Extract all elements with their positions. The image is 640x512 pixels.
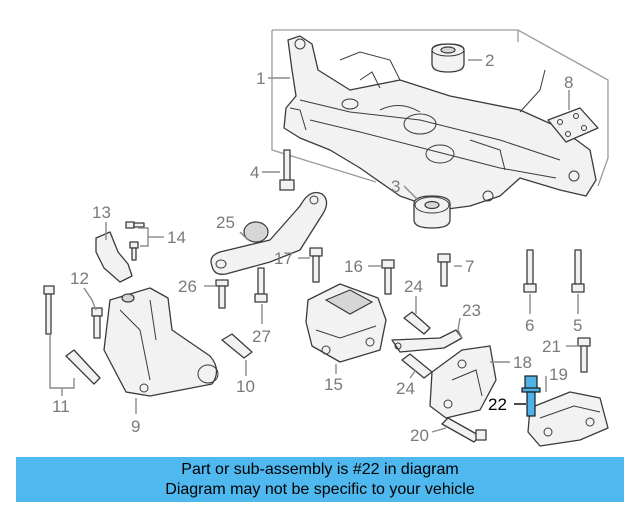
banner-line-1: Part or sub-assembly is #22 in diagram — [181, 461, 459, 478]
bolt-part-27[interactable] — [254, 267, 268, 303]
callout-15: 15 — [324, 375, 343, 394]
torque-rod-part-25[interactable] — [210, 191, 328, 275]
info-banner: Part or sub-assembly is #22 in diagram D… — [16, 457, 624, 502]
bolt-part-12[interactable] — [91, 307, 103, 339]
bolt-part-7[interactable] — [437, 253, 451, 287]
callout-19: 19 — [549, 365, 568, 384]
callout-12: 12 — [70, 269, 89, 288]
callout-14: 14 — [167, 228, 186, 247]
callout-lines — [49, 59, 580, 433]
banner-line-2: Diagram may not be specific to your vehi… — [165, 481, 475, 498]
callout-4: 4 — [250, 163, 259, 182]
bolt-part-5[interactable] — [571, 249, 585, 293]
bolt-part-17[interactable] — [309, 247, 323, 283]
plate-part-8[interactable] — [547, 107, 599, 143]
callout-24-upper: 24 — [404, 277, 423, 296]
callout-25: 25 — [216, 213, 235, 232]
bolt-part-10[interactable] — [221, 333, 253, 359]
bolt-part-22-highlighted[interactable] — [521, 375, 541, 417]
callout-16: 16 — [344, 257, 363, 276]
bolt-part-24-lower[interactable] — [401, 353, 433, 379]
callout-5: 5 — [573, 316, 582, 335]
mount-part-19[interactable] — [527, 391, 609, 447]
bolt-part-21[interactable] — [577, 337, 591, 373]
engine-mount-part-9[interactable] — [103, 287, 219, 397]
callout-20: 20 — [410, 426, 429, 445]
bolt-part-6[interactable] — [523, 249, 537, 293]
bolt-part-24-upper[interactable] — [403, 311, 431, 335]
callout-21: 21 — [542, 337, 561, 356]
callout-27: 27 — [252, 327, 271, 346]
subframe-frame — [271, 29, 609, 187]
callout-24-lower: 24 — [396, 379, 415, 398]
callout-18: 18 — [513, 353, 532, 372]
subframe[interactable] — [283, 35, 597, 211]
bolt-part-26[interactable] — [215, 279, 229, 309]
callout-17: 17 — [274, 249, 293, 268]
callout-22: 22 — [488, 395, 507, 414]
callout-11: 11 — [52, 397, 70, 416]
callout-1: 1 — [256, 69, 265, 88]
callout-23: 23 — [462, 301, 481, 320]
bolts-part-11[interactable] — [43, 285, 101, 385]
callout-3: 3 — [391, 177, 400, 196]
callout-8: 8 — [564, 73, 573, 92]
callout-7: 7 — [465, 257, 474, 276]
callout-26: 26 — [178, 277, 197, 296]
bracket-part-13[interactable] — [95, 231, 133, 283]
callout-10: 10 — [236, 377, 255, 396]
callout-numbers: 1 2 3 4 5 6 7 8 9 10 11 12 13 14 15 16 1… — [52, 51, 582, 445]
callout-13: 13 — [92, 203, 111, 222]
bolts-part-14[interactable] — [125, 221, 145, 261]
bracket-part-18[interactable] — [429, 345, 497, 419]
bolt-part-4[interactable] — [279, 149, 295, 191]
callout-9: 9 — [131, 417, 140, 436]
bushing-part-2[interactable] — [431, 43, 465, 73]
callout-6: 6 — [525, 316, 534, 335]
bushing-part-3[interactable] — [413, 195, 451, 229]
bolt-part-16[interactable] — [381, 259, 395, 295]
bolt-part-20[interactable] — [441, 417, 487, 443]
bracket-part-23[interactable] — [391, 329, 463, 353]
trans-mount-part-15[interactable] — [305, 283, 387, 363]
callout-2: 2 — [485, 51, 494, 70]
